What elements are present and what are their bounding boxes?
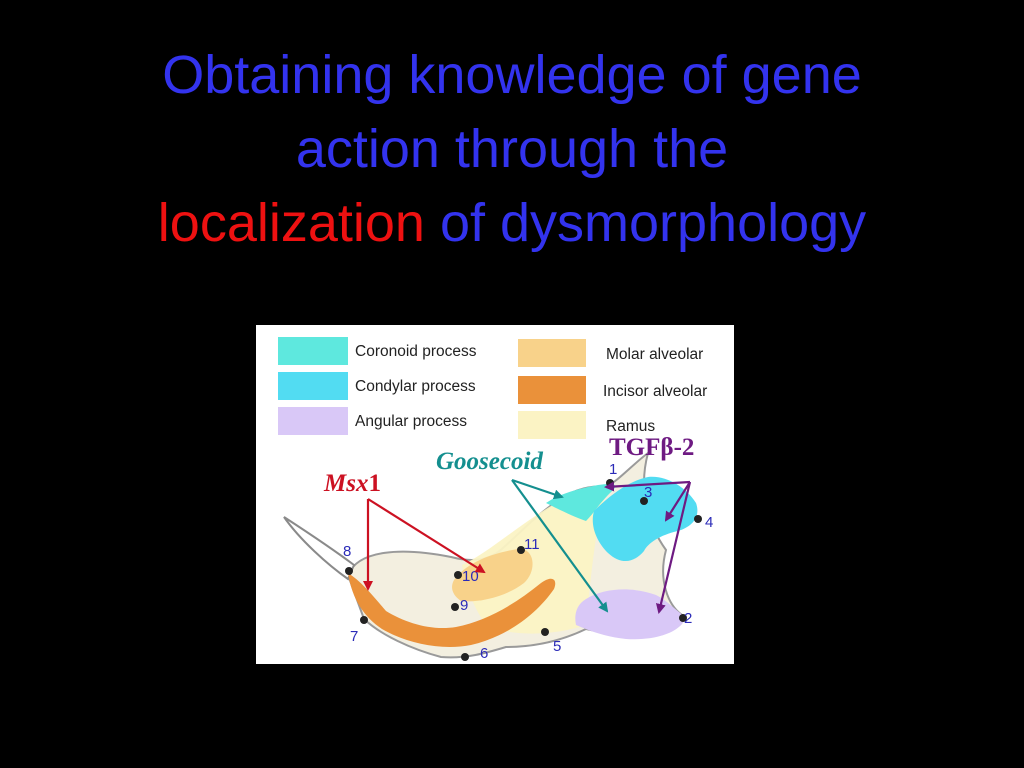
- landmark-dot-6: [461, 653, 469, 661]
- title-line-2: action through the: [295, 119, 729, 179]
- landmark-dot-9: [451, 603, 459, 611]
- landmark-label-10: 10: [462, 568, 479, 585]
- gene-label-msx1: Msx1: [323, 470, 381, 497]
- landmark-label-7: 7: [350, 628, 358, 645]
- landmark-dot-5: [541, 628, 549, 636]
- landmark-label-8: 8: [343, 543, 351, 560]
- landmark-dot-4: [694, 515, 702, 523]
- mandible-diagram: Coronoid process Condylar process Angula…: [278, 337, 713, 662]
- landmark-label-11: 11: [524, 536, 540, 553]
- angular-region: [575, 589, 686, 640]
- title-line-1: Obtaining knowledge of gene: [162, 45, 862, 105]
- gene-label-tgfb2: TGFβ-2: [609, 434, 694, 461]
- mandible-figure: Coronoid process Condylar process Angula…: [256, 325, 734, 664]
- landmark-label-6: 6: [480, 645, 488, 662]
- molar-alveolar-region: [452, 548, 533, 602]
- tgfb2-arrow-to-1: [604, 480, 691, 492]
- coronoid-region: [546, 483, 616, 521]
- title-line-3-rest: of dysmorphology: [424, 193, 867, 253]
- legend-swatch-ramus: [518, 411, 586, 439]
- msx1-arrow-to-10: [367, 498, 486, 574]
- landmark-label-2: 2: [684, 610, 692, 627]
- legend-label-angular: Angular process: [355, 413, 467, 430]
- legend-swatch-molar: [518, 339, 586, 367]
- legend-swatch-condylar: [278, 372, 348, 400]
- tgfb2-arrow-to-4: [664, 481, 691, 522]
- landmark-dot-10: [454, 571, 462, 579]
- landmark-label-3: 3: [644, 484, 652, 501]
- legend-label-molar: Molar alveolar: [606, 346, 703, 363]
- landmark-dot-7: [360, 616, 368, 624]
- title-highlight-localization: localization: [157, 193, 425, 253]
- gene-label-goosecoid: Goosecoid: [436, 448, 543, 475]
- legend-label-ramus: Ramus: [606, 418, 655, 435]
- landmark-label-9: 9: [460, 597, 468, 614]
- legend-swatch-coronoid: [278, 337, 348, 365]
- landmark-label-5: 5: [553, 638, 561, 655]
- tgfb2-arrow-to-2: [655, 481, 692, 614]
- landmark-dot-11: [517, 546, 525, 554]
- landmark-dot-3: [640, 497, 648, 505]
- ramus-region: [462, 491, 606, 634]
- legend-label-condylar: Condylar process: [355, 378, 476, 395]
- legend-label-coronoid: Coronoid process: [355, 343, 477, 360]
- goosecoid-arrow-to-coronoid: [511, 478, 564, 500]
- landmark-label-1: 1: [609, 461, 617, 478]
- legend-label-incisor: Incisor alveolar: [603, 383, 707, 400]
- legend-swatch-incisor: [518, 376, 586, 404]
- landmark-dot-8: [345, 567, 353, 575]
- incisor-alveolar-region: [348, 573, 556, 648]
- slide-title: Obtaining knowledge of gene action throu…: [0, 38, 1024, 260]
- landmark-label-4: 4: [705, 514, 713, 531]
- legend-swatch-angular: [278, 407, 348, 435]
- condylar-region: [592, 476, 698, 562]
- goosecoid-arrow-to-angular: [511, 479, 609, 613]
- landmark-dot-2: [679, 614, 687, 622]
